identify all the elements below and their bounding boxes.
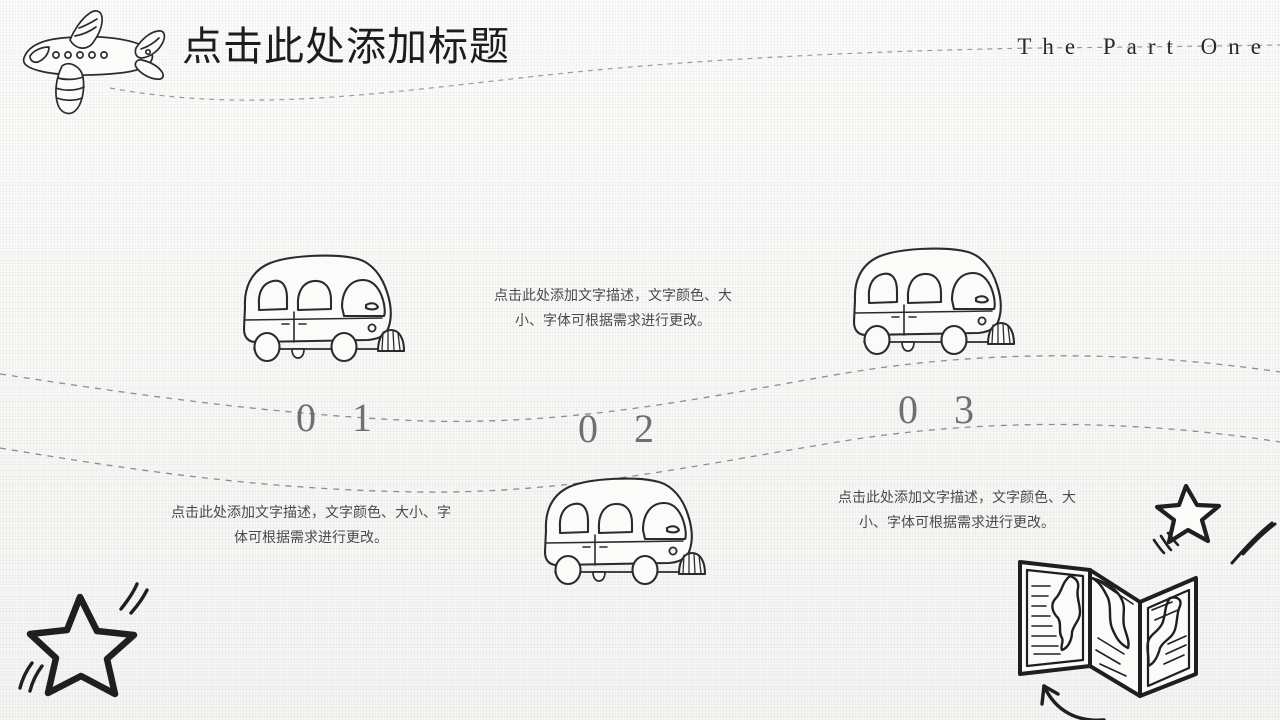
folded-map-doodle-icon [1018,483,1277,720]
step-number-01: 0 1 [296,395,385,440]
airplane-doodle-icon [22,10,166,115]
bus-doodle-icon-03 [852,247,1016,356]
step-number-03: 0 3 [898,387,987,432]
star-doodle-icon-bottom-left [18,582,149,698]
step-number-02: 0 2 [578,406,667,451]
description-text-03: 点击此处添加文字描述，文字颜色、大小、字体可根据需求进行更改。 [838,489,1076,530]
road-line-upper [0,355,1280,423]
description-text-01: 点击此处添加文字描述，文字颜色、大小、字体可根据需求进行更改。 [171,504,451,545]
bus-doodle-icon-02 [543,477,707,586]
page-title: 点击此处添加标题 [182,24,510,69]
bus-doodle-icon-01 [242,254,406,363]
description-text-02: 点击此处添加文字描述，文字颜色、大小、字体可根据需求进行更改。 [494,287,732,328]
curved-arrow-icon [1040,684,1106,720]
star-doodle-icon-bottom-right [1154,483,1222,545]
title-trail-dashed-line [109,44,1280,101]
section-label: The Part One [1017,34,1272,59]
road-line-lower [0,423,1280,493]
